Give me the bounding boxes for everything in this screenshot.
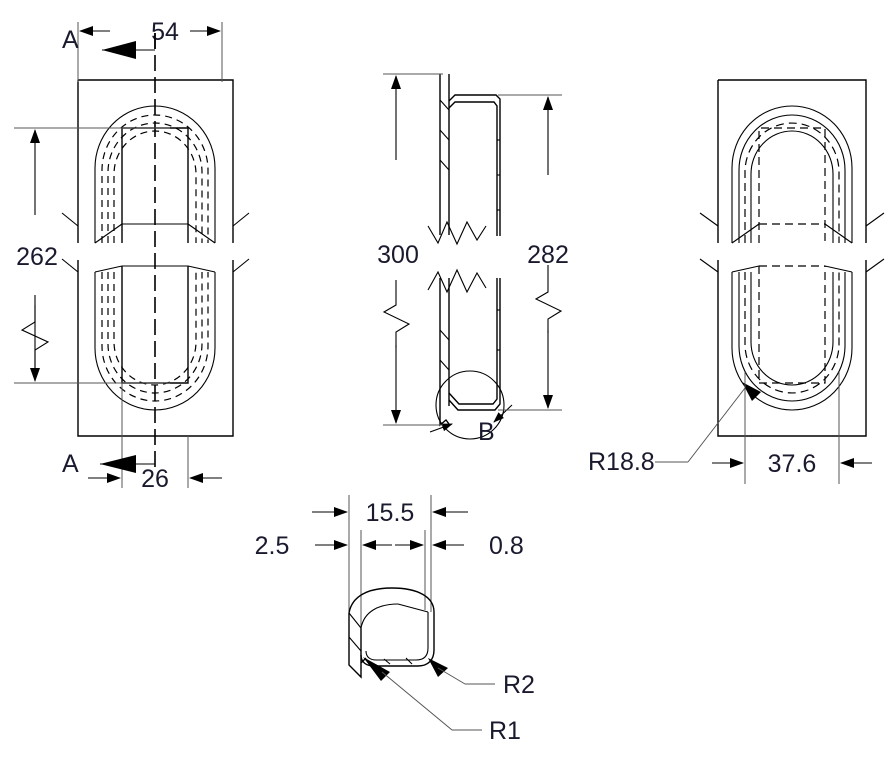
dim-label-26: 26	[141, 465, 169, 493]
dim-label-155: 15.5	[366, 499, 415, 527]
detail-b-arrow-right	[493, 404, 513, 423]
flange-inner-upper	[448, 101, 498, 236]
dim-label-r188: R18.8	[588, 448, 655, 476]
section-label-a-bottom: A	[62, 450, 79, 478]
arch-hidden-upper	[744, 122, 840, 243]
left-front-view: 54 A 262 26 A	[14, 18, 250, 493]
arch-solid-3-upper	[750, 130, 834, 243]
r1-arrowhead	[363, 657, 390, 681]
dim-label-r2: R2	[503, 671, 535, 699]
inner-face-dashed-upper	[758, 127, 826, 243]
detail-profile-outer	[348, 587, 435, 667]
radius-arrowhead	[742, 382, 761, 401]
detail-b-arrow-left	[429, 423, 453, 433]
inner-face-dashed-lower	[758, 266, 826, 384]
arch-solid-3-lower	[750, 272, 834, 386]
section-a-bottom-arrowhead	[100, 455, 136, 473]
flange-outer-upper	[448, 94, 501, 236]
dim-label-282: 282	[527, 241, 569, 269]
radius-leader-line	[687, 387, 746, 463]
r2-leader-line	[437, 667, 466, 685]
detail-label-b: B	[478, 418, 495, 446]
dim-label-r1: R1	[489, 717, 521, 745]
dim-label-25: 2.5	[255, 532, 290, 560]
break-line-upper	[427, 220, 487, 246]
detail-circle-b	[435, 370, 505, 440]
r2-arrowhead	[428, 658, 448, 677]
arch-hidden-lower	[744, 272, 840, 394]
dim-label-300: 300	[377, 241, 419, 269]
dim-label-262: 262	[16, 243, 58, 271]
arch-solid-1-upper	[731, 105, 853, 243]
r1-leader-line	[381, 671, 453, 731]
arch-hidden-3-lower	[113, 272, 197, 386]
arch-solid-2-upper	[738, 114, 846, 243]
detail-view-b: 15.5 2.5 0.8 R2 R1	[255, 495, 535, 745]
break-line-lower	[427, 268, 487, 294]
flange-outer-lower	[448, 278, 501, 411]
detail-profile-inner	[365, 612, 429, 661]
section-label-a-top: A	[62, 26, 79, 54]
section-a-top-arrowhead	[102, 41, 136, 59]
break-symbol-282	[534, 265, 563, 333]
dim-label-08: 0.8	[489, 532, 524, 560]
middle-side-section-view: B 300 282	[377, 73, 569, 446]
flange-inner-lower	[448, 278, 498, 405]
arch-solid-1-lower	[731, 272, 853, 411]
right-rear-view: R18.8 37.6	[588, 79, 885, 484]
break-symbol-262	[20, 295, 50, 370]
arch-solid-2-lower	[738, 272, 846, 402]
break-symbol-300	[382, 280, 411, 348]
dim-label-376: 37.6	[768, 450, 817, 478]
